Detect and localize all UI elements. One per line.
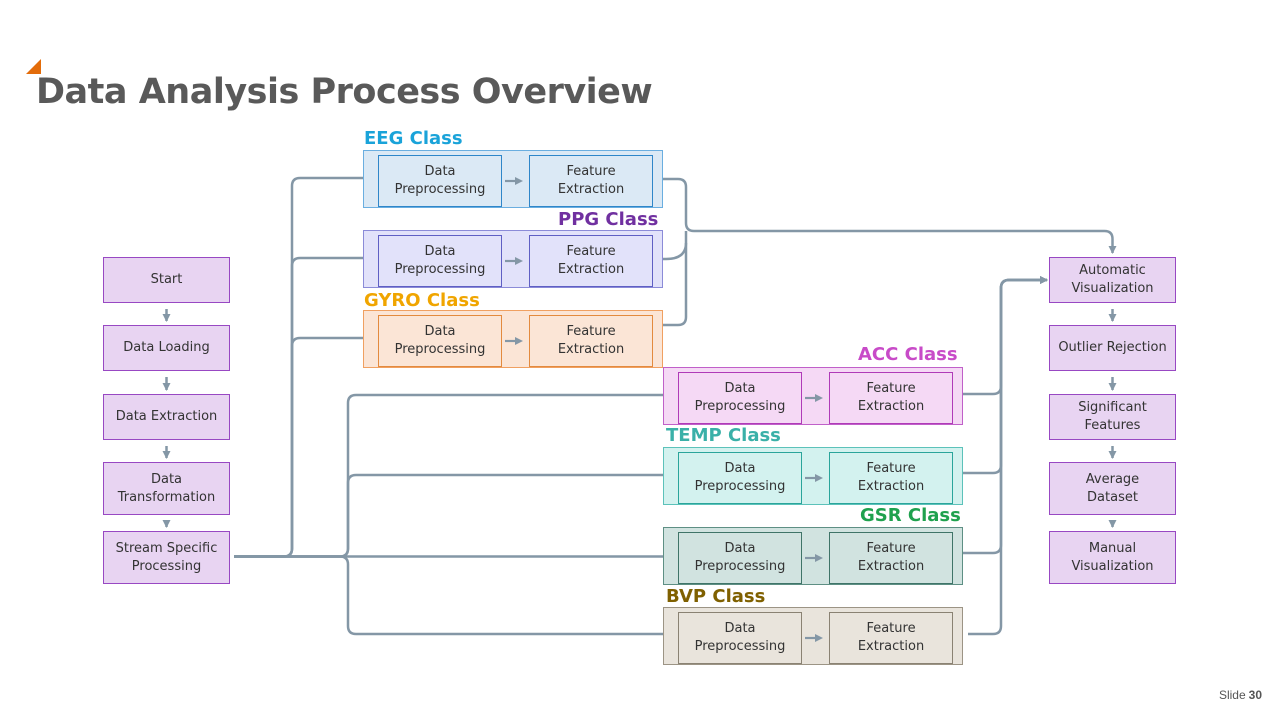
connector-gyro-merge — [660, 231, 688, 327]
step-arrow — [805, 634, 823, 642]
class-box-ppg: Data Preprocessing Feature Extraction — [363, 230, 663, 288]
title-accent-triangle — [26, 59, 41, 74]
class-box-bvp: Data Preprocessing Feature Extraction — [663, 607, 963, 665]
slide-number: 30 — [1248, 688, 1262, 702]
step-arrow — [805, 474, 823, 482]
feature-extraction-box: Feature Extraction — [829, 532, 953, 584]
connector-to-ppg — [234, 254, 378, 558]
connector-eeg-to-automatic-visualization — [655, 177, 1117, 254]
left-flow-node-data-transformation: Data Transformation — [103, 462, 230, 515]
left-flow-node-stream-specific-processing: Stream Specific Processing — [103, 531, 230, 584]
feature-extraction-box: Feature Extraction — [829, 612, 953, 664]
data-preprocessing-box: Data Preprocessing — [378, 315, 502, 367]
class-label-temp: TEMP Class — [666, 425, 781, 446]
class-box-acc: Data Preprocessing Feature Extraction — [663, 367, 963, 425]
class-label-eeg: EEG Class — [364, 128, 463, 149]
right-flow-node-manual-visualization: Manual Visualization — [1049, 531, 1176, 584]
connector-to-temp — [234, 471, 678, 558]
class-box-eeg: Data Preprocessing Feature Extraction — [363, 150, 663, 208]
step-arrow — [505, 177, 523, 185]
connector-temp-to-automatic-visualization — [963, 276, 1048, 475]
feature-extraction-box: Feature Extraction — [529, 235, 653, 287]
feature-extraction-box: Feature Extraction — [829, 372, 953, 424]
left-flow-node-start: Start — [103, 257, 230, 303]
data-preprocessing-box: Data Preprocessing — [678, 372, 802, 424]
class-box-gyro: Data Preprocessing Feature Extraction — [363, 310, 663, 368]
feature-extraction-box: Feature Extraction — [529, 155, 653, 207]
step-arrow — [805, 394, 823, 402]
data-preprocessing-box: Data Preprocessing — [378, 155, 502, 207]
class-label-bvp: BVP Class — [666, 586, 766, 607]
connector-gsr-to-automatic-visualization — [963, 276, 1048, 555]
right-flow-node-automatic-visualization: Automatic Visualization — [1049, 257, 1176, 303]
left-flow-node-data-loading: Data Loading — [103, 325, 230, 371]
connector-to-gyro — [234, 334, 378, 558]
right-flow-node-average-dataset: Average Dataset — [1049, 462, 1176, 515]
data-preprocessing-box: Data Preprocessing — [678, 452, 802, 504]
right-flow-node-outlier-rejection: Outlier Rejection — [1049, 325, 1176, 371]
feature-extraction-box: Feature Extraction — [829, 452, 953, 504]
class-label-ppg: PPG Class — [558, 209, 659, 230]
connector-to-bvp — [234, 555, 678, 638]
step-arrow — [505, 337, 523, 345]
class-box-gsr: Data Preprocessing Feature Extraction — [663, 527, 963, 585]
data-preprocessing-box: Data Preprocessing — [678, 612, 802, 664]
left-flow-node-data-extraction: Data Extraction — [103, 394, 230, 440]
step-arrow — [805, 554, 823, 562]
connector-to-eeg — [234, 174, 378, 558]
data-preprocessing-box: Data Preprocessing — [678, 532, 802, 584]
connector-acc-to-automatic-visualization — [963, 276, 1048, 396]
class-label-gyro: GYRO Class — [364, 290, 480, 311]
class-label-acc: ACC Class — [858, 344, 958, 365]
feature-extraction-box: Feature Extraction — [529, 315, 653, 367]
data-preprocessing-box: Data Preprocessing — [378, 235, 502, 287]
class-box-temp: Data Preprocessing Feature Extraction — [663, 447, 963, 505]
slide-label: Slide — [1218, 688, 1246, 702]
step-arrow — [505, 257, 523, 265]
right-flow-node-significant-features: Significant Features — [1049, 394, 1176, 440]
class-label-gsr: GSR Class — [860, 505, 961, 526]
page-title: Data Analysis Process Overview — [36, 72, 653, 112]
connector-bvp-to-automatic-visualization — [968, 276, 1048, 636]
